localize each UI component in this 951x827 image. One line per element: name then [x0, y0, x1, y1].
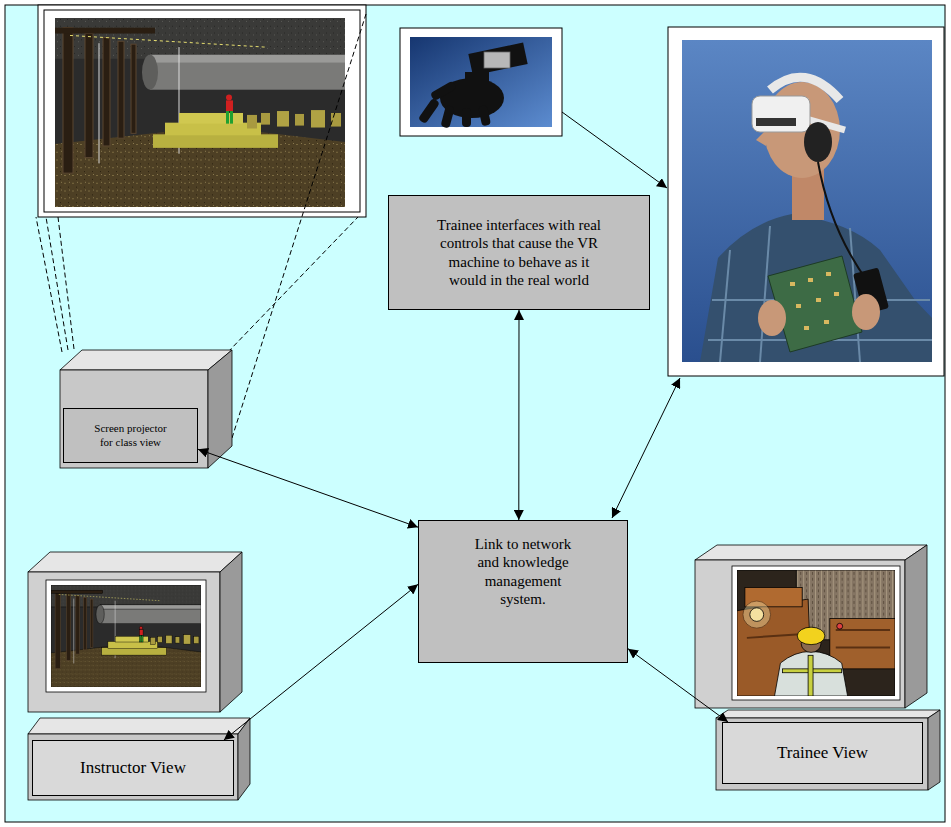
- projector-device: [60, 350, 232, 468]
- vr-headset-photo-part: [700, 214, 932, 362]
- trainee-monitor-part: [928, 710, 940, 790]
- vr-headset-photo-part: [790, 272, 839, 330]
- node-text: Screen projector for class view: [92, 422, 169, 449]
- projector-device-part: [208, 350, 232, 468]
- vr-headset-photo-part: [756, 118, 796, 126]
- vr-headset-photo-part-part: [790, 282, 795, 286]
- glove-photo-part: [484, 52, 510, 68]
- page-frame: [5, 5, 945, 822]
- glove-photo-part: [430, 81, 457, 102]
- vr-headset-photo-part-part: [816, 298, 821, 302]
- monitor-label: Trainee View: [722, 722, 923, 784]
- node-text: Trainee View: [733, 743, 912, 764]
- layout-arrows-part: [562, 112, 667, 188]
- projected-screen-part: [38, 5, 366, 217]
- layout-arrows: [562, 112, 680, 518]
- glove-photo-part: [400, 28, 562, 136]
- trainee-monitor-part: [732, 566, 900, 700]
- trainee-monitor-part: [716, 718, 928, 790]
- vr-headset-photo-part: [708, 226, 932, 362]
- projector-device-part: [60, 350, 232, 370]
- projected-screen-part: [55, 18, 345, 207]
- vr-headset-photo-part-part: [824, 320, 829, 324]
- layout-arrows-part: [612, 378, 680, 518]
- glove-photo-part: [462, 108, 471, 127]
- projector-device-part: [60, 370, 208, 468]
- instructor-monitor-part: [28, 552, 242, 572]
- glove-photo-part: [478, 105, 491, 126]
- projection-lines-part: [232, 14, 366, 438]
- vr-headset-photo-part-part: [826, 272, 831, 276]
- projection-lines-part: [46, 217, 68, 350]
- vr-headset-photo-part-part: [834, 292, 839, 296]
- vr-headset-photo-part-part: [760, 226, 770, 362]
- node-text: Trainee interfaces with real controls th…: [431, 216, 607, 289]
- vr-headset-photo-part: [668, 27, 944, 376]
- connector-arrow: [628, 649, 728, 722]
- vr-headset-photo-part: [804, 122, 832, 162]
- vr-headset-photo-part: [758, 300, 786, 336]
- projection-lines-part: [228, 217, 358, 352]
- glove-photo-part: [410, 37, 552, 127]
- vr-headset-photo-part-part: [712, 299, 930, 301]
- connector-arrow: [224, 584, 418, 740]
- glove-photo-part: [465, 72, 489, 94]
- vr-headset-photo-part-part: [804, 326, 809, 330]
- vr-headset-photo-part-part: [808, 278, 813, 282]
- trainee-monitor: [695, 545, 940, 790]
- vr-headset-photo-part-part: [720, 250, 730, 362]
- glove-photo: [400, 28, 562, 136]
- glove-photo-part: [440, 105, 454, 129]
- connector-arrow: [198, 449, 418, 527]
- instructor-monitor-part: [220, 552, 242, 712]
- vr-headset-photo-part: [768, 256, 862, 352]
- instructor-monitor-part: [51, 585, 201, 687]
- instructor-monitor-part: [238, 718, 250, 800]
- projected-screen: [38, 5, 366, 217]
- vr-headset-photo: [668, 27, 944, 376]
- trainee-monitor-part: [716, 710, 940, 718]
- vr-headset-photo-part: [852, 294, 880, 330]
- instructor-monitor-part: [28, 572, 220, 712]
- instructor-monitor-part: [28, 718, 250, 734]
- glove-photo-part: [468, 42, 527, 75]
- node-text: Link to network and knowledge management…: [463, 535, 583, 608]
- trainee-monitor-part: [695, 560, 905, 708]
- device-label: Screen projector for class view: [63, 408, 198, 463]
- vr-headset-photo-part: [682, 40, 932, 362]
- page-frame-part: [5, 5, 945, 822]
- instructor-monitor-part: [46, 580, 206, 692]
- hub-box: Link to network and knowledge management…: [418, 520, 628, 663]
- glove-photo-part: [418, 98, 440, 124]
- trainee-monitor-part: [905, 545, 927, 708]
- vr-headset-photo-part: [752, 96, 810, 132]
- instructor-monitor: [28, 552, 250, 800]
- trainee-monitor-part: [695, 545, 927, 560]
- trainee-monitor-part: [737, 570, 895, 696]
- instructor-monitor-part: [28, 734, 238, 800]
- node-text: Instructor View: [43, 758, 223, 779]
- monitor-label: Instructor View: [32, 740, 234, 796]
- process-box: Trainee interfaces with real controls th…: [388, 195, 650, 310]
- vr-headset-photo-part-part: [796, 304, 801, 308]
- connector-arrow: [518, 310, 519, 520]
- projection-lines-part: [58, 217, 74, 349]
